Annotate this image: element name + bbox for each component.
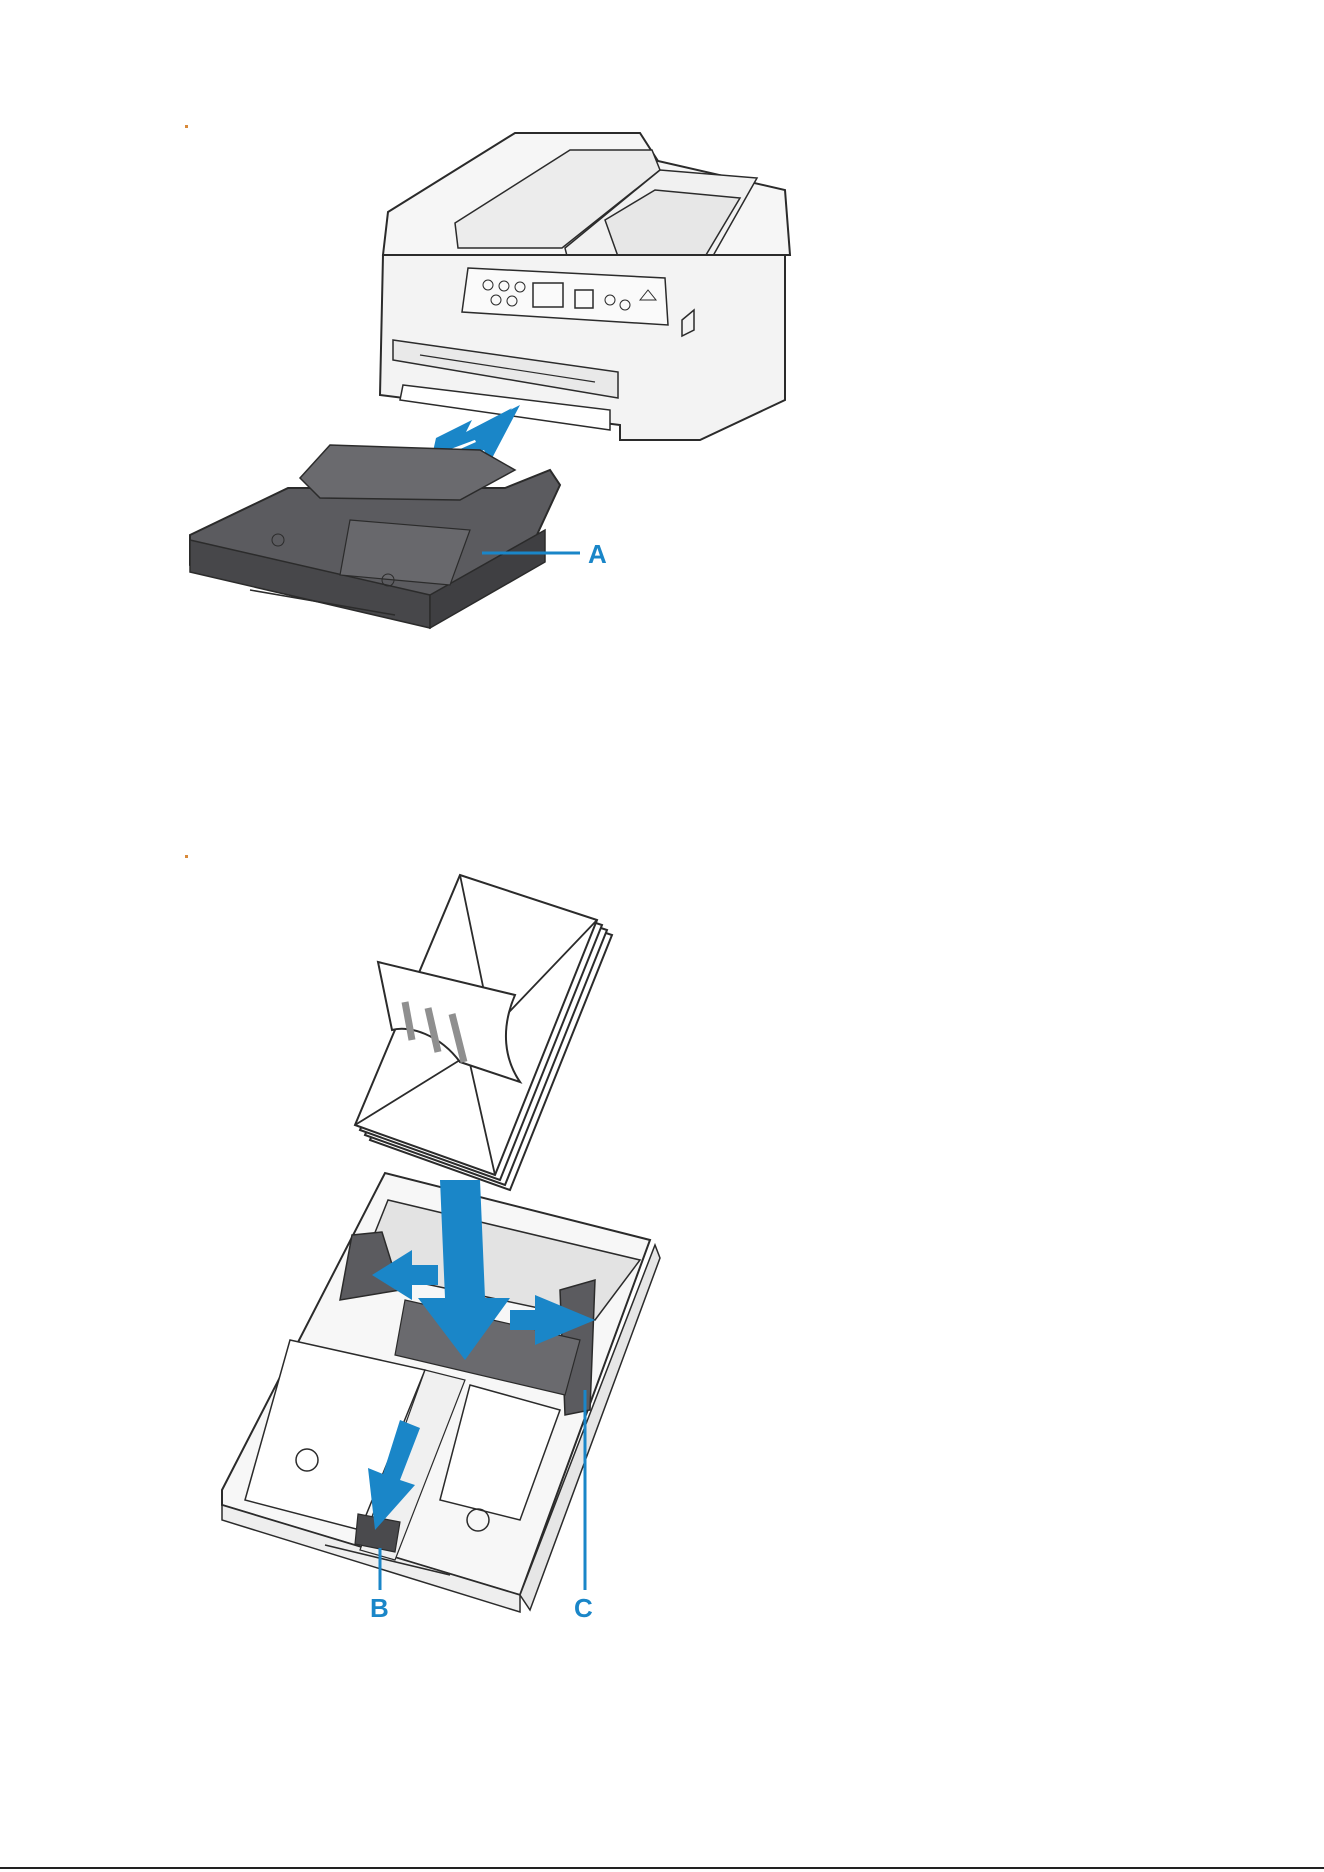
cassette-open-illustration [222, 1173, 660, 1612]
footer-rule [0, 1867, 1324, 1869]
callout-a-label: A [588, 539, 607, 569]
step-marker-2 [185, 855, 188, 858]
cassette-illustration [190, 445, 560, 628]
printer-illustration [380, 133, 790, 440]
envelope-stack-illustration [355, 875, 612, 1190]
callout-b-label: B [370, 1593, 389, 1620]
figure-load-envelopes: B C [0, 870, 1324, 1620]
figure-remove-cassette: A [0, 120, 1324, 660]
callout-c-label: C [574, 1593, 593, 1620]
